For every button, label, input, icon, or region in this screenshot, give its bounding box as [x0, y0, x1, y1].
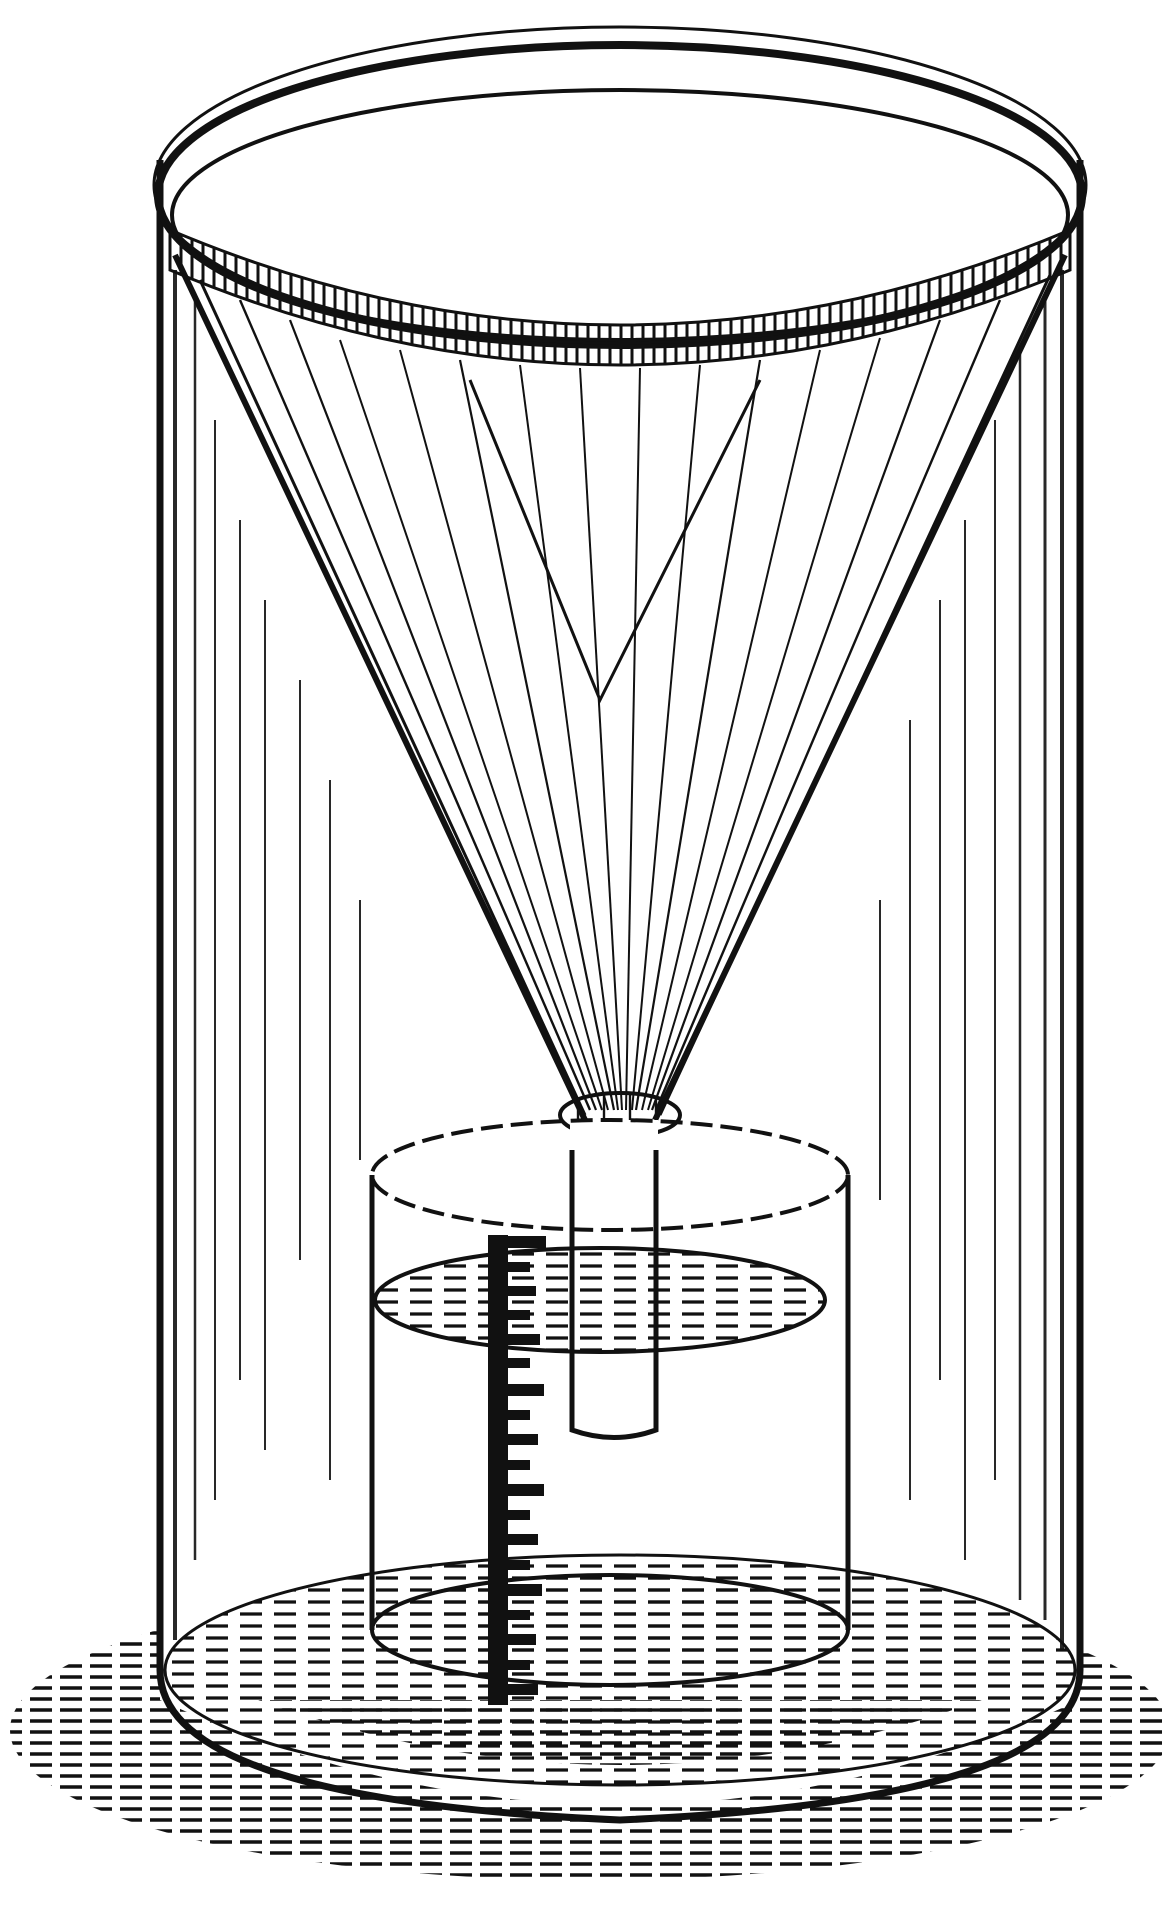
funnel-cone — [170, 250, 1070, 1122]
graduated-scale — [488, 1235, 546, 1705]
top-rim — [152, 25, 1088, 367]
